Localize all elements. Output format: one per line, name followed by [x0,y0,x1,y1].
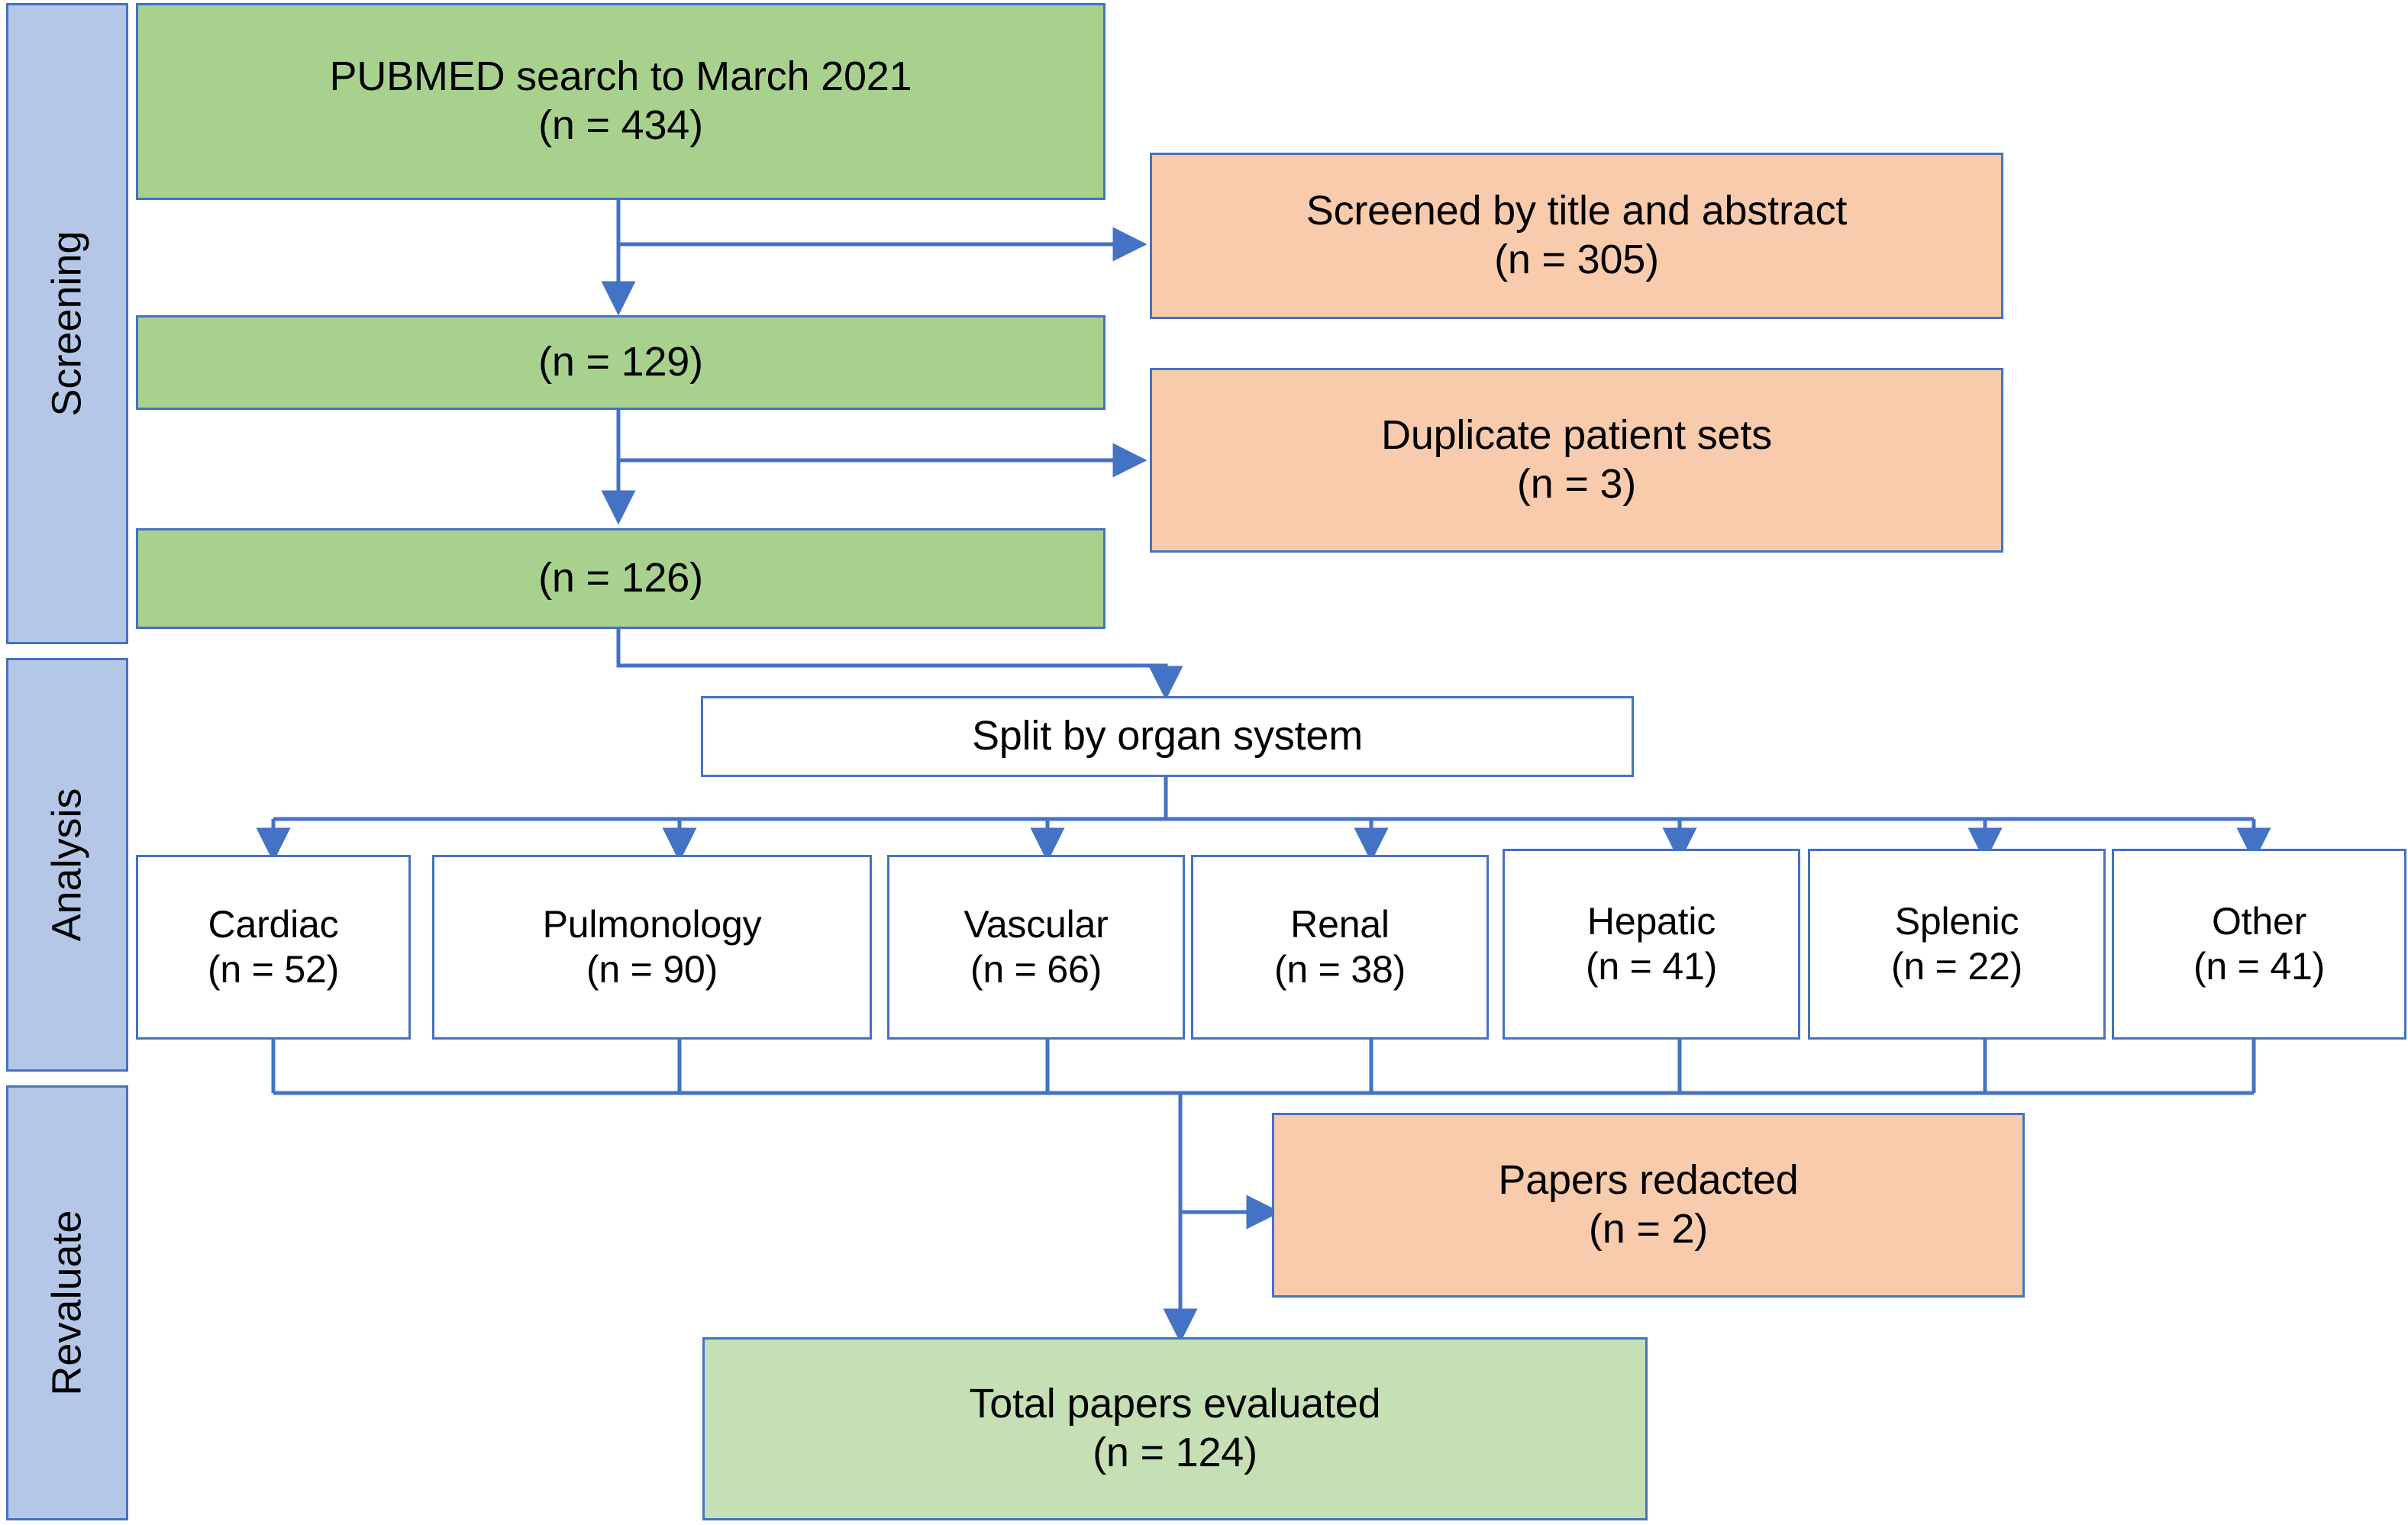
node-duplicate-patient-sets: Duplicate patient sets (n = 3) [1150,368,2003,553]
node-duplicates-line2: (n = 3) [1516,461,1637,507]
organ-box-pulmonology-name: Pulmonology [542,903,762,946]
wire-126-to-split [616,629,1183,701]
organ-box-other-count: (n = 41) [2193,945,2326,988]
organ-box-splenic-count: (n = 22) [1890,945,2023,988]
node-pubmed-search-line2: (n = 434) [538,102,703,148]
stage-band-screening-label: Screening [44,231,91,417]
node-total-papers-evaluated: Total papers evaluated (n = 124) [702,1337,1648,1520]
organ-box-pulmonology: Pulmonology (n = 90) [432,855,872,1040]
node-redacted-line2: (n = 2) [1588,1206,1709,1252]
organ-box-splenic: Splenic (n = 22) [1808,849,2106,1040]
organ-box-pulmonology-count: (n = 90) [586,948,718,991]
organ-box-vascular-name: Vascular [964,903,1109,946]
node-after-duplicates-count: (n = 126) [538,555,703,601]
organ-box-renal: Renal (n = 38) [1191,855,1489,1040]
node-after-duplicates-126: (n = 126) [136,528,1106,629]
node-papers-redacted: Papers redacted (n = 2) [1272,1113,2025,1298]
node-pubmed-search: PUBMED search to March 2021 (n = 434) [136,3,1106,200]
stage-band-revaluate: Revaluate [6,1085,128,1520]
node-split-label: Split by organ system [971,713,1364,759]
node-duplicates-line1: Duplicate patient sets [1381,412,1772,459]
organ-box-cardiac-count: (n = 52) [207,948,340,991]
organ-box-cardiac: Cardiac (n = 52) [136,855,411,1040]
node-total-line2: (n = 124) [1093,1430,1257,1475]
node-after-screening-count: (n = 129) [538,339,703,385]
organ-box-renal-count: (n = 38) [1273,948,1406,991]
organ-box-other: Other (n = 41) [2112,849,2406,1040]
node-screened-out-line2: (n = 305) [1494,237,1659,282]
organ-box-renal-name: Renal [1290,903,1390,946]
node-split-by-organ-system: Split by organ system [701,696,1634,777]
organ-box-vascular: Vascular (n = 66) [887,855,1185,1040]
node-screened-out-line1: Screened by title and abstract [1306,188,1848,234]
organ-box-hepatic-name: Hepatic [1587,900,1716,943]
organ-box-hepatic-count: (n = 41) [1585,945,1718,988]
organ-box-vascular-count: (n = 66) [970,948,1102,991]
node-screened-by-title-abstract: Screened by title and abstract (n = 305) [1150,153,2003,319]
stage-band-revaluate-label: Revaluate [44,1210,91,1396]
organ-box-hepatic: Hepatic (n = 41) [1503,849,1800,1040]
node-after-screening-129: (n = 129) [136,315,1106,410]
node-pubmed-search-line1: PUBMED search to March 2021 [329,53,912,100]
organ-box-cardiac-name: Cardiac [208,903,339,946]
stage-band-analysis: Analysis [6,658,128,1072]
organ-box-other-name: Other [2211,900,2307,943]
node-redacted-line1: Papers redacted [1498,1157,1799,1204]
node-total-line1: Total papers evaluated [969,1381,1381,1427]
stage-band-analysis-label: Analysis [44,788,91,942]
organ-box-splenic-name: Splenic [1894,900,2019,943]
stage-band-screening: Screening [6,3,128,644]
